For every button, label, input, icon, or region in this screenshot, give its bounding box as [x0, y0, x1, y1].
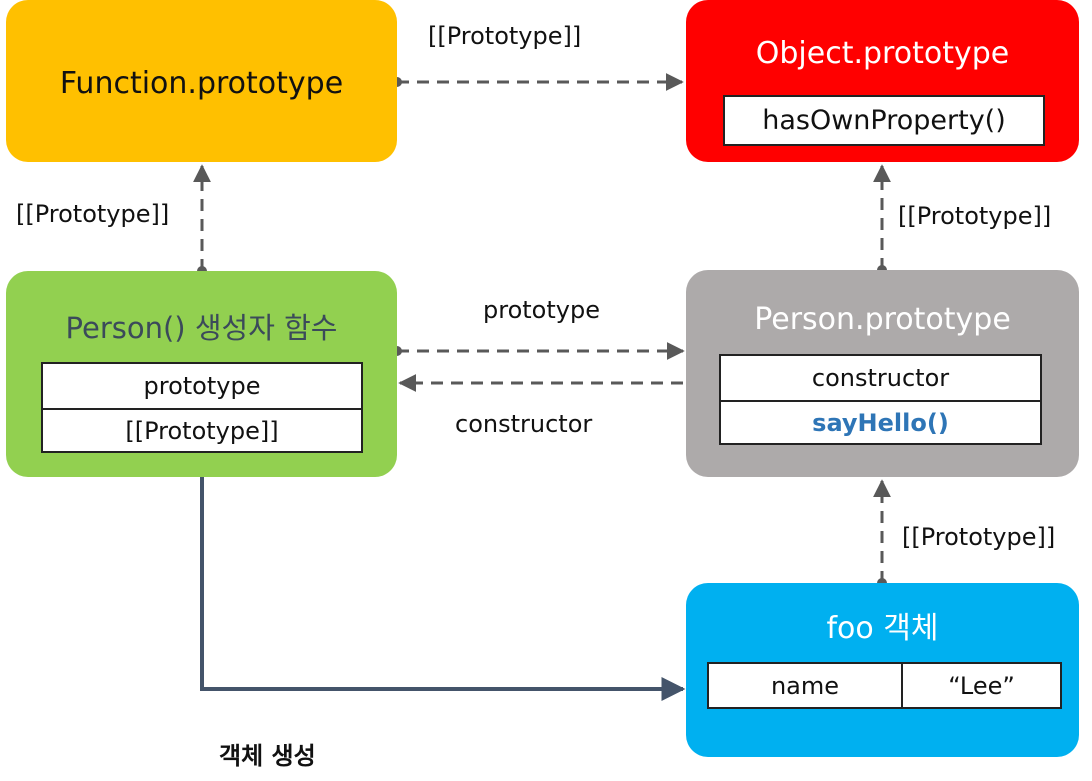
node-title: Function.prototype: [59, 66, 344, 101]
node-foo-object: foo 객체 name “Lee”: [686, 583, 1079, 757]
property-value-cell: “Lee”: [948, 671, 1015, 700]
edge-constructor-link: [398, 374, 728, 392]
node-title: Person.prototype: [754, 302, 1011, 337]
node-person-constructor: Person() 생성자 함수 prototype [[Prototype]]: [6, 271, 397, 477]
edge-personproto-to-object: [873, 164, 891, 275]
edge-prototype-link: [392, 342, 685, 360]
property-row-sayhello: sayHello(): [721, 400, 1040, 443]
property-table: name “Lee”: [707, 662, 1062, 709]
edge-label-foo-to-personproto: [[Prototype]]: [902, 523, 1056, 551]
node-function-prototype: Function.prototype: [6, 0, 397, 162]
property-name-cell: name: [709, 664, 903, 707]
edge-label-person-to-function: [[Prototype]]: [16, 200, 170, 228]
edge-label-function-to-object: [[Prototype]]: [428, 22, 582, 50]
edge-person-to-function: [193, 164, 211, 276]
edge-label-personproto-to-object: [[Prototype]]: [898, 202, 1052, 230]
property-table: hasOwnProperty(): [723, 95, 1045, 146]
edge-foo-to-personproto: [873, 479, 891, 588]
property-row-prototype: prototype: [143, 372, 261, 400]
property-row: hasOwnProperty(): [762, 105, 1006, 136]
property-row-proto-slot: [[Prototype]]: [43, 408, 361, 451]
edge-label-create-object: 객체 생성: [219, 742, 316, 770]
node-title: Object.prototype: [755, 36, 1010, 71]
node-title: foo 객체: [826, 611, 939, 646]
property-row-constructor: constructor: [811, 364, 950, 392]
edge-function-to-object: [392, 73, 684, 91]
node-title: Person() 생성자 함수: [65, 311, 338, 345]
edge-create-object: [200, 477, 686, 701]
property-table: prototype [[Prototype]]: [41, 362, 363, 453]
node-person-prototype: Person.prototype constructor sayHello(): [686, 270, 1079, 477]
property-table: constructor sayHello(): [719, 354, 1042, 445]
node-object-prototype: Object.prototype hasOwnProperty(): [686, 0, 1079, 162]
edge-label-constructor: constructor: [455, 410, 593, 438]
edge-label-prototype: prototype: [483, 296, 600, 324]
